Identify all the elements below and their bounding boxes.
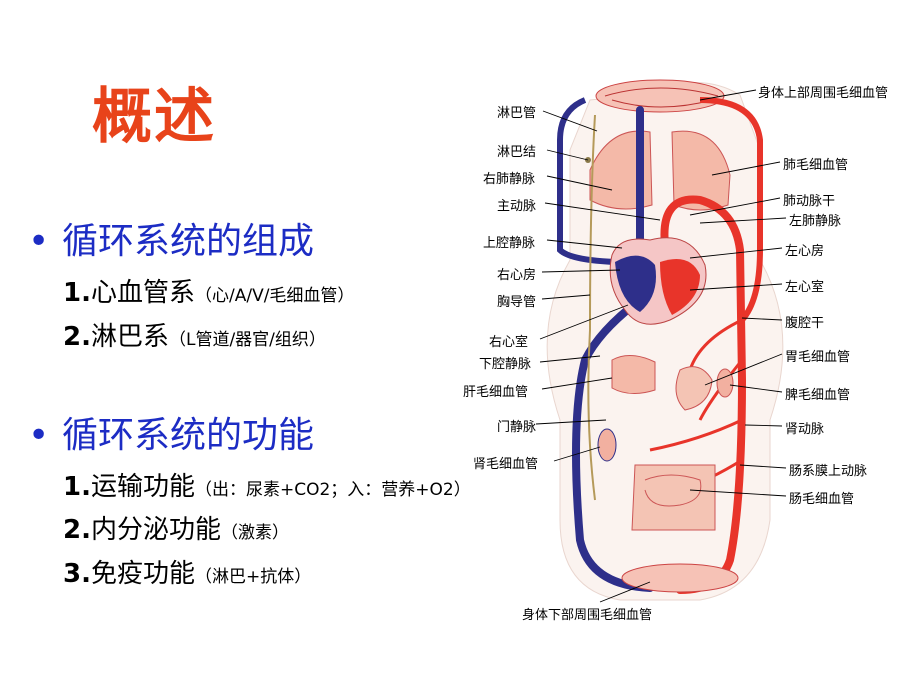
liver: [611, 355, 656, 394]
label-superior-mesenteric-artery: 肠系膜上动脉: [789, 464, 868, 479]
label-lymph-node: 淋巴结: [497, 145, 537, 160]
composition-item-2: 2.淋巴系（L管道/器官/组织）: [63, 316, 326, 353]
left-ventricle: [660, 258, 700, 315]
function-item-2: 2.内分泌功能（激素）: [63, 509, 289, 546]
item-number: 3.: [63, 559, 91, 589]
item-text: 淋巴系: [90, 322, 169, 352]
label-intestine-capillaries: 肠毛细血管: [789, 492, 855, 507]
label-kidney-capillaries: 肾毛细血管: [473, 457, 539, 472]
label-aorta: 主动脉: [497, 199, 537, 214]
label-right-pulmonary-vein: 右肺静脉: [483, 172, 536, 187]
item-text: 运输功能: [90, 472, 195, 502]
label-liver-capillaries: 肝毛细血管: [463, 385, 529, 400]
label-lung-capillaries: 肺毛细血管: [783, 158, 849, 173]
right-ventricle: [615, 255, 656, 312]
item-number: 2.: [63, 322, 91, 352]
composition-item-1: 1.心血管系（心/A/V/毛细血管）: [63, 272, 354, 309]
label-left-ventricle: 左心室: [785, 280, 825, 295]
label-thoracic-duct: 胸导管: [497, 295, 537, 310]
label-left-pulmonary-vein: 左肺静脉: [789, 214, 842, 229]
label-pulmonary-trunk: 肺动脉干: [783, 194, 836, 209]
label-celiac-trunk: 腹腔干: [785, 316, 825, 331]
stomach: [675, 366, 713, 411]
left-lung: [671, 130, 731, 211]
item-note: （激素）: [220, 523, 289, 543]
label-upper-body-capillaries: 身体上部周围毛细血管: [758, 86, 889, 101]
bullet-dot: •: [28, 221, 50, 262]
bullet-composition: • 循环系统的组成: [28, 212, 314, 264]
item-note: （心/A/V/毛细血管）: [194, 286, 355, 306]
label-lymphatic-vessel: 淋巴管: [497, 106, 537, 121]
intestines: [631, 464, 716, 531]
label-left-atrium: 左心房: [785, 244, 825, 259]
item-number: 1.: [63, 472, 91, 502]
spleen: [716, 368, 734, 398]
function-heading: 循环系统的功能: [62, 415, 315, 456]
item-note: （淋巴+抗体）: [194, 567, 312, 587]
label-spleen-capillaries: 脾毛细血管: [785, 388, 851, 403]
kidney: [597, 428, 617, 462]
bullet-function: • 循环系统的功能: [28, 406, 314, 458]
label-portal-vein: 门静脉: [497, 420, 537, 435]
item-note: （L管道/器官/组织）: [168, 330, 326, 350]
item-number: 1.: [63, 278, 91, 308]
label-inferior-vena-cava: 下腔静脉: [479, 357, 532, 372]
label-superior-vena-cava: 上腔静脉: [483, 236, 536, 251]
right-leaders: [599, 89, 787, 603]
composition-heading: 循环系统的组成: [62, 221, 315, 262]
label-stomach-capillaries: 胃毛细血管: [785, 350, 851, 365]
function-item-1: 1.运输功能（出：尿素+CO2；入：营养+O2）: [63, 466, 471, 503]
left-leaders: [535, 110, 661, 462]
label-right-ventricle: 右心室: [489, 335, 529, 350]
item-text: 免疫功能: [90, 559, 195, 589]
page-title: 概述: [92, 82, 216, 152]
function-item-3: 3.免疫功能（淋巴+抗体）: [63, 553, 311, 590]
lymph-vessel: [587, 114, 596, 501]
lower-capillaries: [621, 563, 739, 593]
label-lower-body-capillaries: 身体下部周围毛细血管: [522, 608, 653, 623]
label-renal-artery: 肾动脉: [785, 422, 825, 437]
item-text: 心血管系: [90, 278, 195, 308]
bullet-dot: •: [28, 415, 50, 456]
item-note: （出：尿素+CO2；入：营养+O2）: [194, 480, 471, 500]
item-text: 内分泌功能: [90, 515, 221, 545]
vena-cava: [572, 106, 654, 592]
item-number: 2.: [63, 515, 91, 545]
label-right-atrium: 右心房: [497, 268, 537, 283]
